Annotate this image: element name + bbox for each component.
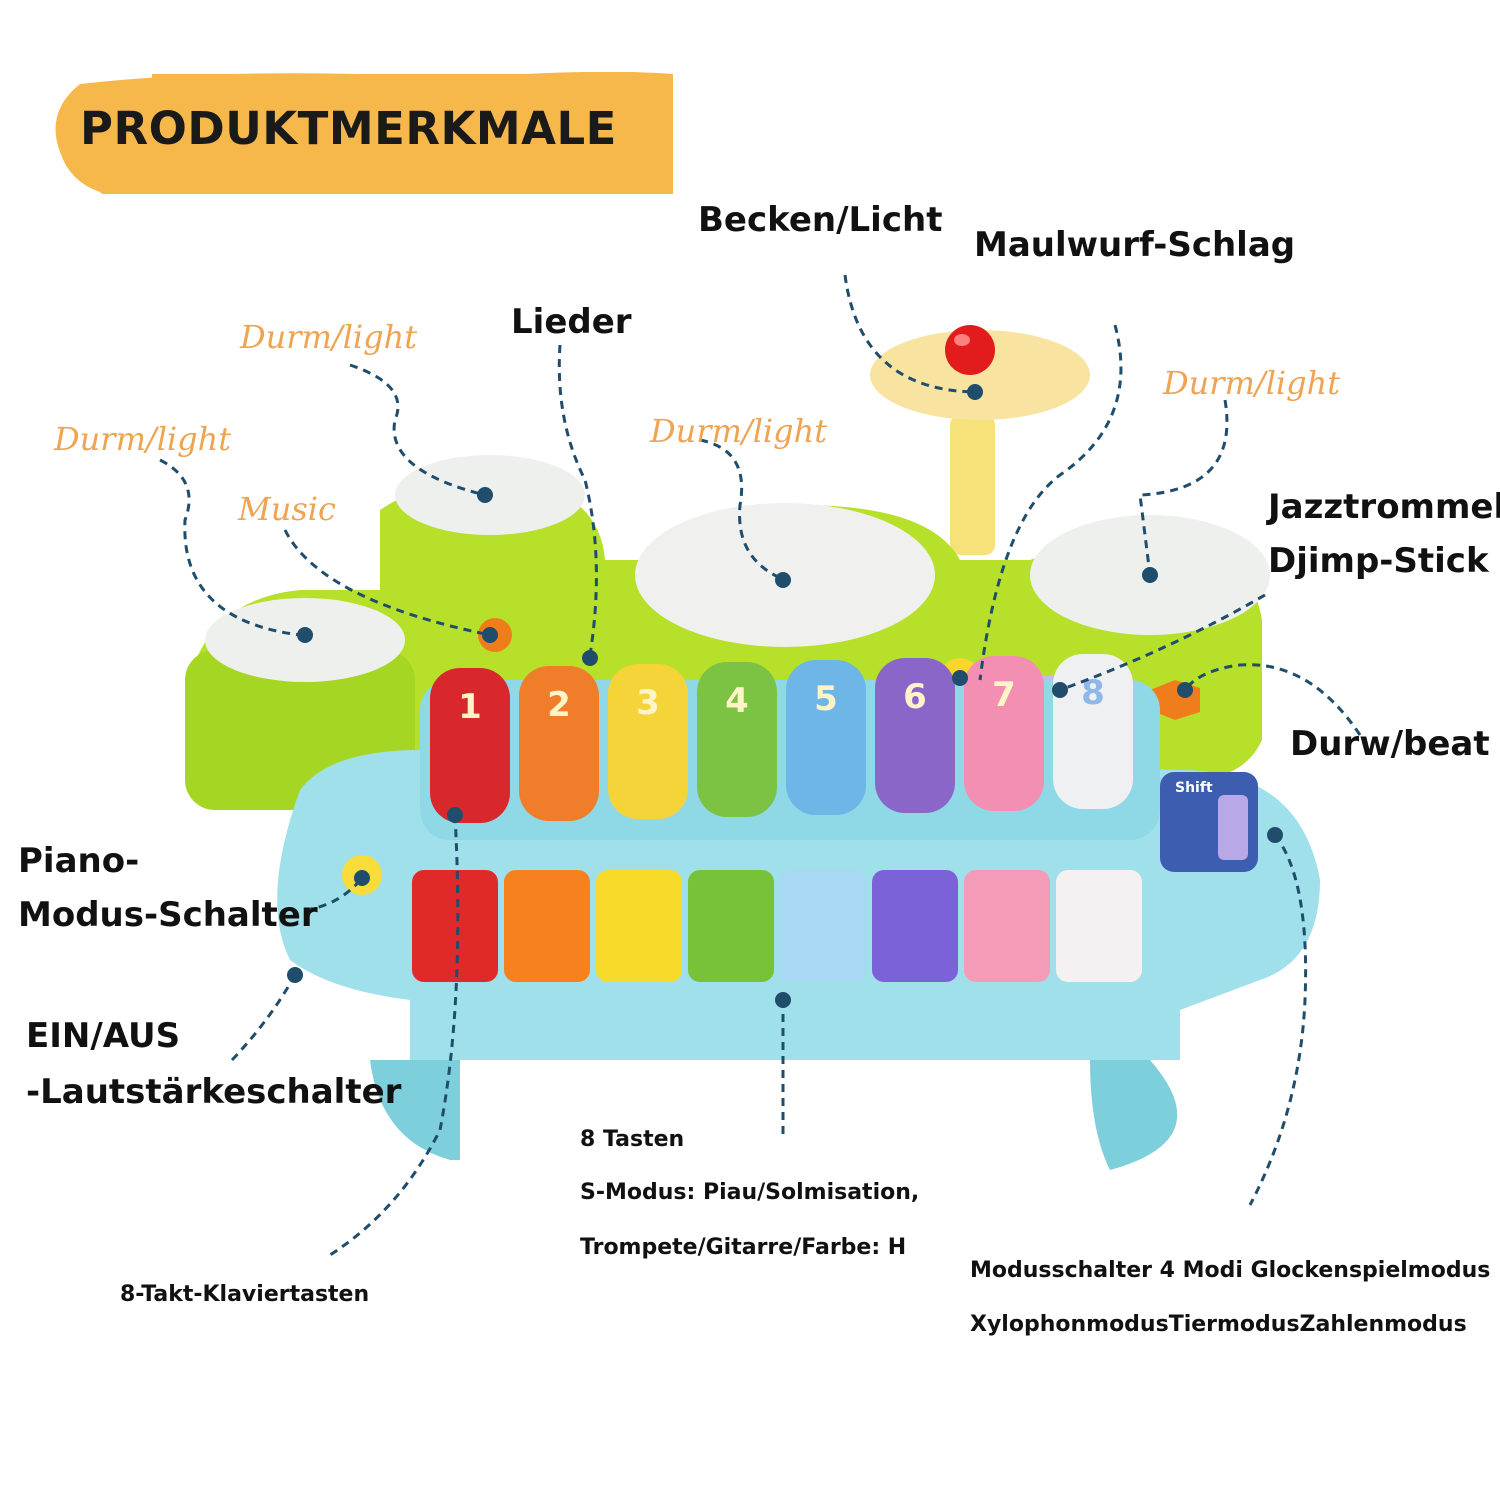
piano-keys: [412, 870, 1142, 982]
label-piano-modus: Piano- Modus-Schalter: [18, 834, 318, 942]
xylophone-bar-5[interactable]: [786, 660, 866, 815]
piano-key-8[interactable]: [1056, 870, 1142, 982]
label-drum-light-1: Durm/light: [240, 318, 418, 356]
xylophone-number-3: 3: [636, 683, 660, 723]
xylophone-number-2: 2: [547, 685, 571, 725]
label-jazztrommel-line2: Djimp-Stick: [1268, 541, 1489, 581]
label-jazztrommel-line1: Jazztrommel: [1268, 487, 1500, 527]
label-s-modus: S-Modus: Piau/Solmisation,: [580, 1180, 920, 1205]
piano-key-2[interactable]: [504, 870, 590, 982]
xylophone-bar-1[interactable]: [430, 668, 510, 823]
piano-key-6[interactable]: [872, 870, 958, 982]
label-piano-line2: Modus-Schalter: [18, 895, 318, 935]
xylophone-number-5: 5: [814, 679, 838, 719]
piano-key-5[interactable]: [780, 870, 866, 982]
xylophone-bar-7[interactable]: [964, 656, 1044, 811]
label-ein-aus: EIN/AUS -Lautstärkeschalter: [26, 1008, 401, 1120]
label-lieder: Lieder: [511, 302, 632, 342]
xylophone-bar-4[interactable]: [697, 662, 777, 817]
xylophone-bar-8[interactable]: [1053, 654, 1133, 809]
title-banner: [55, 72, 673, 194]
label-music: Music: [238, 490, 336, 528]
label-modus-line2: XylophonmodusTiermodusZahlenmodus: [970, 1312, 1467, 1337]
label-trompete: Trompete/Gitarre/Farbe: H: [580, 1235, 907, 1260]
xylophone-number-6: 6: [903, 677, 927, 717]
xylophone-number-8: 8: [1081, 673, 1105, 713]
label-durw-beat: Durw/beat: [1290, 724, 1490, 764]
label-drum-light-2: Durm/light: [1163, 364, 1341, 402]
xylophone-number-4: 4: [725, 681, 749, 721]
piano-key-3[interactable]: [596, 870, 682, 982]
label-drum-light-4: Durm/light: [650, 412, 828, 450]
leg-left: [370, 1060, 460, 1160]
label-piano-line1: Piano-: [18, 841, 140, 881]
piano-key-1[interactable]: [412, 870, 498, 982]
cymbal-group: [870, 325, 1090, 555]
label-becken-licht: Becken/Licht: [698, 200, 943, 240]
label-drum-light-3: Durm/light: [54, 420, 232, 458]
piano-key-7[interactable]: [964, 870, 1050, 982]
piano-key-4[interactable]: [688, 870, 774, 982]
xylophone-bar-6[interactable]: [875, 658, 955, 813]
label-ein-line1: EIN/AUS: [26, 1016, 181, 1056]
label-8-tasten: 8 Tasten: [580, 1127, 685, 1152]
xylophone-bar-2[interactable]: [519, 666, 599, 821]
label-maulwurf-schlag: Maulwurf-Schlag: [974, 225, 1296, 265]
shift-label: Shift: [1175, 780, 1213, 796]
xylophone-bars: 1 2 3 4 5 6 7 8: [430, 654, 1133, 823]
xylophone-bar-3[interactable]: [608, 664, 688, 819]
label-8-takt: 8-Takt-Klaviertasten: [120, 1282, 370, 1307]
label-jazztrommel: Jazztrommel Djimp-Stick: [1268, 480, 1500, 588]
xylophone-number-7: 7: [992, 675, 1016, 715]
leg-right: [1090, 1060, 1178, 1170]
label-ein-line2: -Lautstärkeschalter: [26, 1072, 402, 1112]
xylophone-number-1: 1: [458, 687, 482, 727]
label-modus-line1: Modusschalter 4 Modi Glockenspielmodus: [970, 1258, 1491, 1283]
banner-title: PRODUKTMERKMALE: [80, 102, 617, 155]
